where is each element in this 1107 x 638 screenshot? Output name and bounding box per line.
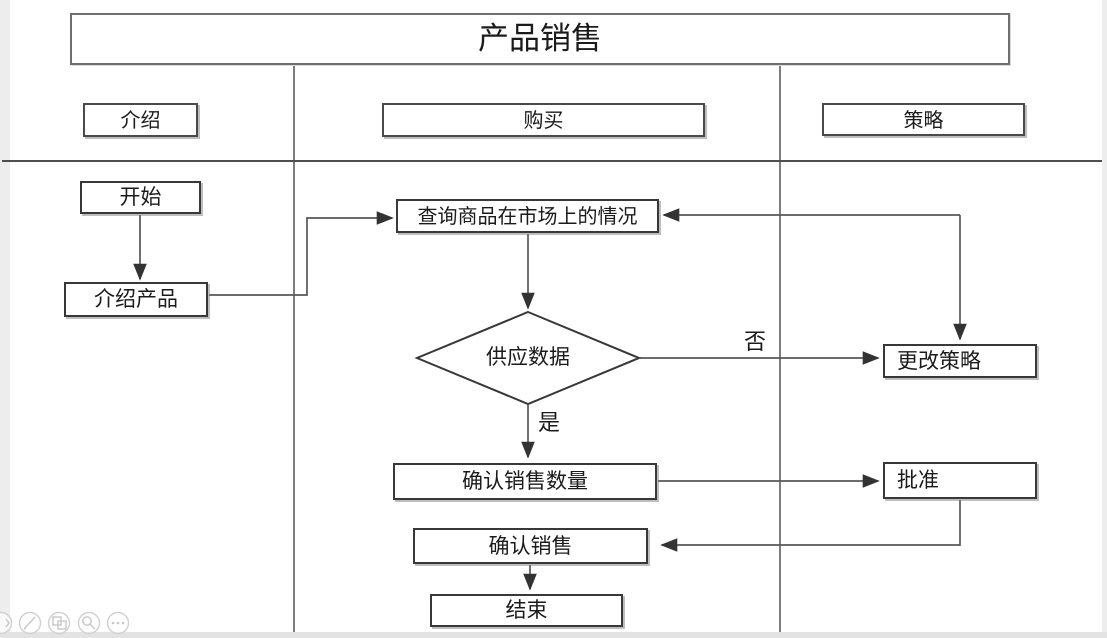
more-button[interactable] [106, 611, 130, 635]
node-confirm-sale: 确认销售 [413, 528, 648, 564]
edge-label-no: 否 [744, 330, 766, 355]
node-confirm-quantity: 确认销售数量 [393, 463, 657, 500]
node-change-strategy: 更改策略 [883, 344, 1037, 378]
decision-supply-data-label: 供应数据 [486, 345, 570, 369]
photo-edge-right [1102, 0, 1107, 638]
node-introduce-product: 介绍产品 [64, 282, 208, 317]
node-start: 开始 [80, 181, 201, 214]
diagram-title: 产品销售 [70, 13, 1010, 65]
mosaic-button[interactable] [47, 611, 71, 635]
lane-divider-1 [293, 66, 295, 632]
header-divider-line [2, 160, 1102, 162]
pencil-button[interactable] [18, 611, 42, 635]
lane-header-strategy: 策略 [822, 103, 1025, 136]
lane-header-buy: 购买 [382, 103, 705, 137]
decision-supply-data-shape [414, 310, 642, 406]
node-end: 结束 [430, 594, 623, 627]
photo-edge-bottom [0, 632, 1107, 638]
undo-button[interactable] [0, 611, 13, 635]
edge-introduce-to-query [209, 211, 394, 296]
lane-header-intro: 介绍 [83, 103, 198, 137]
node-query-market: 查询商品在市场上的情况 [396, 199, 659, 233]
lane-divider-2 [779, 66, 781, 632]
edge-approve-to-confirm-sale [660, 500, 961, 552]
photo-edge-left [0, 0, 10, 638]
edge-label-yes: 是 [538, 411, 560, 436]
node-approve: 批准 [883, 462, 1037, 499]
magnifier-button[interactable] [77, 611, 101, 635]
